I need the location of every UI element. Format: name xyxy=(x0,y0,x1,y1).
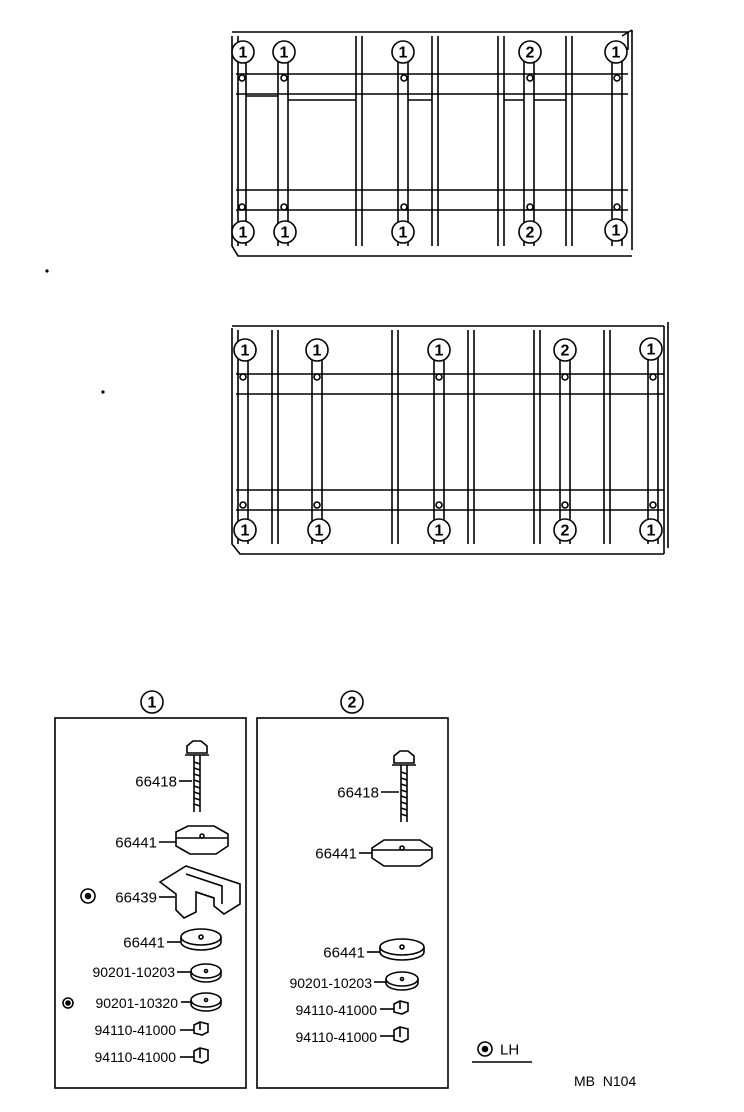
marker-circle xyxy=(639,337,663,361)
nut-94110-41000-a-drawing xyxy=(180,1021,209,1036)
marker-circle xyxy=(305,338,329,362)
group1-marker-circle xyxy=(140,690,164,714)
marker-circle xyxy=(604,40,628,64)
nut-94110-41000-a-drawing xyxy=(380,1000,409,1015)
part-number: 66441 xyxy=(323,945,365,962)
bottom-frame xyxy=(231,322,669,555)
marker-label: 1 xyxy=(435,523,444,540)
plate-66441-drawing xyxy=(159,825,229,855)
bolt-66418-drawing xyxy=(179,740,209,812)
washer-66441-drawing xyxy=(167,928,222,951)
marker-circle xyxy=(639,518,663,542)
marker-circle xyxy=(427,338,451,362)
marker-circle xyxy=(231,220,255,244)
marker-label: 1 xyxy=(281,225,290,242)
lh-symbol-icon xyxy=(62,997,74,1009)
marker-circle xyxy=(233,338,257,362)
marker-label: 2 xyxy=(561,343,570,360)
washer-90201-10203-drawing xyxy=(374,971,419,991)
marker-circle xyxy=(272,40,296,64)
marker-label: 1 xyxy=(241,523,250,540)
marker-label: 1 xyxy=(647,523,656,540)
marker-label: 1 xyxy=(315,523,324,540)
group1-box xyxy=(54,690,247,1089)
marker-label: 1 xyxy=(399,225,408,242)
marker-circle xyxy=(391,220,415,244)
plate-66441-drawing xyxy=(359,839,433,867)
marker-circle xyxy=(604,218,628,242)
marker-circle xyxy=(553,518,577,542)
marker-label: 2 xyxy=(561,523,570,540)
group2-marker-label: 2 xyxy=(348,695,357,712)
marker-circle xyxy=(391,40,415,64)
marker-circle xyxy=(273,220,297,244)
marker-circle xyxy=(553,338,577,362)
part-number: 66418 xyxy=(135,774,177,791)
washer-90201-10203-drawing xyxy=(177,963,222,983)
legend xyxy=(472,1041,532,1063)
part-number: 66418 xyxy=(337,785,379,802)
washer-66441-drawing xyxy=(367,938,425,961)
part-number: 66441 xyxy=(123,935,165,952)
marker-circle xyxy=(518,220,542,244)
marker-circle xyxy=(427,518,451,542)
part-number: 66439 xyxy=(115,890,157,907)
clip-66439-drawing xyxy=(158,865,241,919)
part-number: 94110-41000 xyxy=(296,1002,378,1018)
lh-symbol-icon xyxy=(80,888,96,904)
top-frame xyxy=(231,29,633,257)
marker-label: 2 xyxy=(526,45,535,62)
marker-label: 1 xyxy=(612,45,621,62)
legend-label: LH xyxy=(500,1042,519,1059)
washer-90201-10320-drawing xyxy=(181,992,222,1012)
marker-label: 1 xyxy=(313,343,322,360)
marker-label: 1 xyxy=(239,225,248,242)
group2-box xyxy=(256,690,449,1089)
part-number: 90201-10320 xyxy=(95,995,178,1011)
part-number: 94110-41000 xyxy=(95,1022,177,1038)
part-number: 90201-10203 xyxy=(289,975,372,991)
group1-marker-label: 1 xyxy=(148,695,157,712)
marker-label: 2 xyxy=(526,225,535,242)
nut-94110-41000-b-drawing xyxy=(180,1047,209,1064)
diagram-code: MB N104 xyxy=(574,1073,636,1089)
marker-label: 1 xyxy=(280,45,289,62)
marker-label: 1 xyxy=(399,45,408,62)
part-number: 66441 xyxy=(315,846,357,863)
part-number: 94110-41000 xyxy=(95,1049,177,1065)
bolt-66418-drawing xyxy=(381,750,416,822)
marker-label: 1 xyxy=(435,343,444,360)
part-number: 90201-10203 xyxy=(92,964,175,980)
marker-label: 1 xyxy=(241,343,250,360)
marker-label: 1 xyxy=(239,45,248,62)
group2-marker-circle xyxy=(340,690,364,714)
marker-label: 1 xyxy=(612,223,621,240)
marker-circle xyxy=(233,518,257,542)
marker-circle xyxy=(518,40,542,64)
marker-circle xyxy=(231,40,255,64)
part-number: 66441 xyxy=(115,835,157,852)
nut-94110-41000-b-drawing xyxy=(380,1026,409,1043)
marker-circle xyxy=(307,518,331,542)
part-number: 94110-41000 xyxy=(296,1029,378,1045)
marker-label: 1 xyxy=(647,342,656,359)
